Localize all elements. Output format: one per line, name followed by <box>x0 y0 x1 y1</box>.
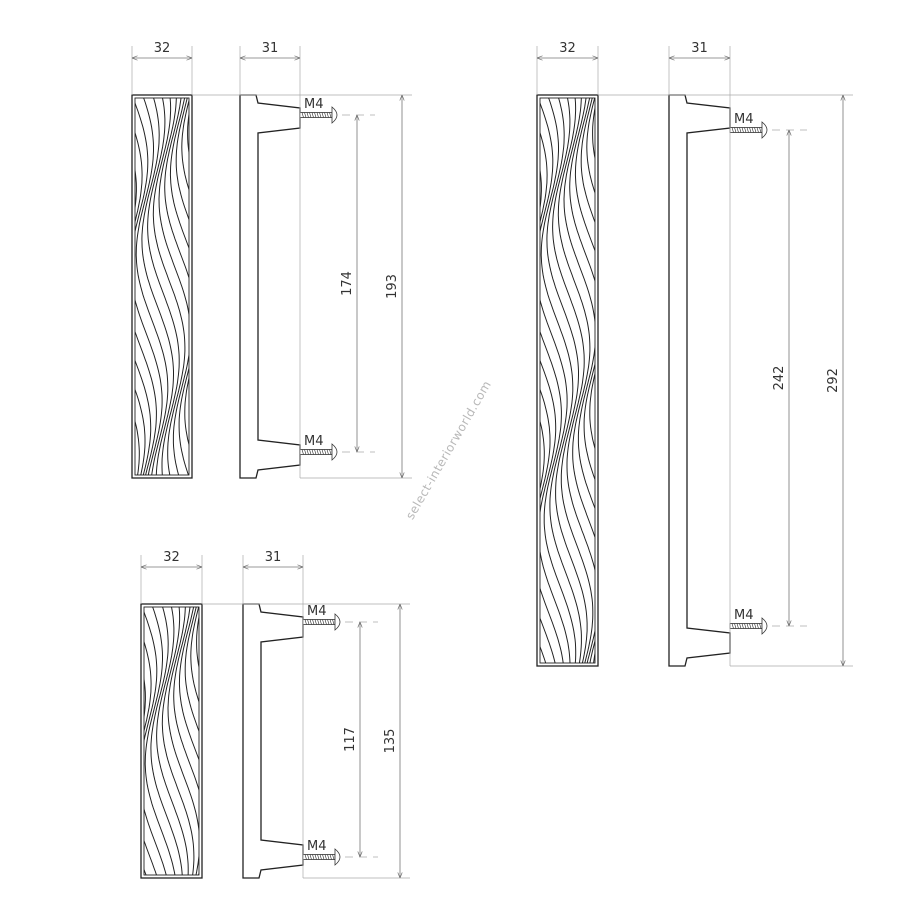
screw-top-icon <box>302 613 341 631</box>
front-width-dimension: 32 <box>559 41 576 56</box>
wood-grain-pattern <box>540 98 595 663</box>
length-dimension: 135 <box>383 729 398 754</box>
wood-grain-pattern <box>144 607 199 875</box>
handle-front-view <box>140 603 203 879</box>
screw-bottom-icon <box>299 443 338 461</box>
side-depth-dimension: 31 <box>262 41 279 56</box>
length-dimension: 193 <box>385 274 400 299</box>
screw-size-label: M4 <box>734 112 754 127</box>
screw-size-label: M4 <box>307 604 327 619</box>
front-width-dimension: 32 <box>154 41 171 56</box>
screw-size-label: M4 <box>307 839 327 854</box>
screw-size-label: M4 <box>304 97 324 112</box>
side-depth-dimension: 31 <box>265 550 282 565</box>
handle-side-profile <box>668 94 731 667</box>
screw-top-icon <box>299 106 338 124</box>
watermark: select-interiorworld.com <box>403 378 494 522</box>
wood-grain-pattern <box>135 98 189 475</box>
hole-spacing-dimension: 242 <box>772 366 787 391</box>
screw-size-label: M4 <box>734 608 754 623</box>
hole-spacing-dimension: 174 <box>340 271 355 296</box>
handle-side-profile <box>239 94 301 479</box>
screw-size-label: M4 <box>304 434 324 449</box>
side-depth-dimension: 31 <box>691 41 708 56</box>
screw-bottom-icon <box>729 617 768 635</box>
screw-top-icon <box>729 121 768 139</box>
hole-spacing-dimension: 117 <box>343 727 358 752</box>
handle-side-profile <box>242 603 304 879</box>
length-dimension: 292 <box>826 368 841 393</box>
front-width-dimension: 32 <box>163 550 180 565</box>
